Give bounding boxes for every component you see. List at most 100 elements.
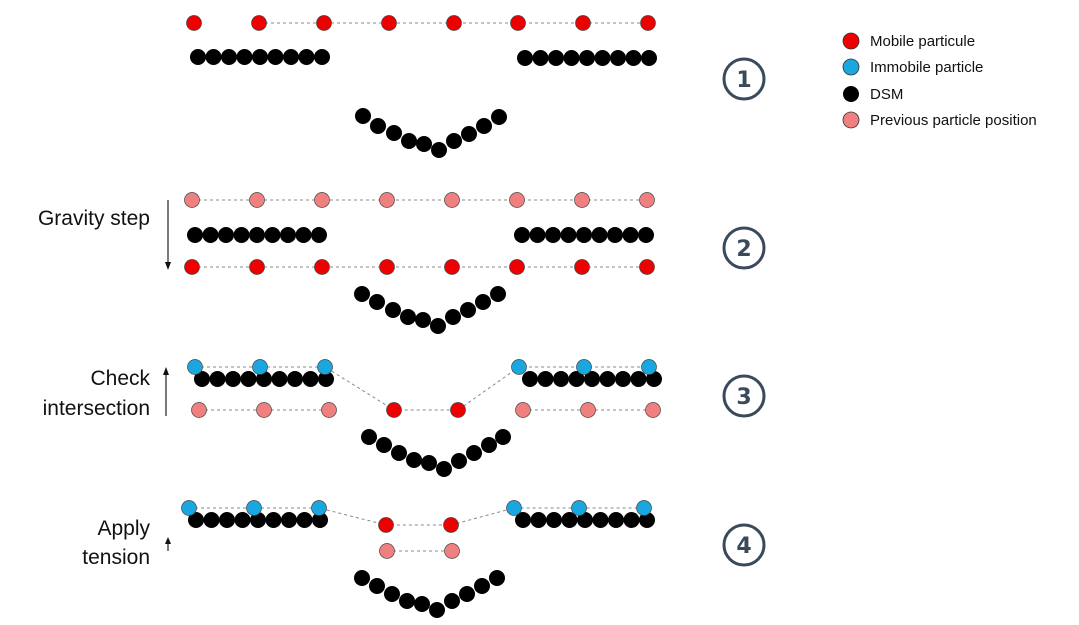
tension-arrow [165,537,171,551]
step-4-previous-particle [379,543,395,559]
step-1-dsm-left [190,49,206,65]
step-2-previous-particle [379,192,395,208]
step-1-dsm-valley [446,133,462,149]
step-2-dsm-valley [445,309,461,325]
step-3-previous-particle [256,402,272,418]
step-2-dsm-valley [354,286,370,302]
step-3-immobile-particle [511,359,527,375]
step-3-dsm-valley [436,461,452,477]
step-4-mobile-particle [443,517,459,533]
step-2-dsm-right [576,227,592,243]
step-1-dsm-valley [370,118,386,134]
step-2-mobile-particle [379,259,395,275]
step-1-mobile-particle [316,15,332,31]
step-1-dsm-valley [355,108,371,124]
step-1-dsm-left [283,49,299,65]
legend-swatch-immobile [842,58,860,76]
step-4-dsm-right [608,512,624,528]
step-2-dsm-left [264,227,281,243]
step-4-dsm-valley [399,593,415,609]
step-2-dsm-valley [475,294,491,310]
step-3-previous-particle [580,402,596,418]
step-2-dsm-right [545,227,561,243]
connection-lines [189,22,653,552]
step-3-immobile-particle [641,359,657,375]
step-1-dsm-left [267,49,284,65]
svg-text:2: 2 [736,237,751,262]
step-4-dsm-right [592,512,609,528]
step-2-dsm-right [529,227,546,243]
step-1-dsm-right [563,50,580,66]
step-3-dsm-left [225,371,241,387]
svg-text:3: 3 [736,385,751,410]
step-4-dsm-valley [489,570,505,586]
step-4-dsm-right [546,512,562,528]
step-2-dsm-valley [430,318,446,334]
step-2-mobile-particle [509,259,525,275]
step-4-label-line-2: tension [82,546,150,569]
step-3-link [195,366,649,411]
gravity-arrow [165,200,171,270]
step-3-immobile-particle [252,359,268,375]
step-4-dsm-left [203,512,220,528]
step-2-label: Gravity step [38,207,150,230]
step-2-dsm-left [233,227,250,243]
step-2-mobile-particle [639,259,655,275]
step-1-dsm-right [579,50,595,66]
legend: Mobile particule Immobile particle DSM P… [842,32,1037,129]
svg-text:4: 4 [736,534,751,559]
step-1-dsm-left [314,49,330,65]
step-2-previous-particle [314,192,330,208]
step-3-dsm-right [615,371,631,387]
step-2-dsm-right [638,227,654,243]
step-1-mobile-particle [381,15,397,31]
legend-swatch-previous [842,111,860,129]
step-2-dsm-valley [460,302,476,318]
step-2-previous-particle [509,192,525,208]
step-2-dsm-left [311,227,327,243]
step-3-label-line-1: Check [90,367,150,390]
step-2-dsm-right [560,227,577,243]
step-3-dsm-valley [451,453,467,469]
step-1-dsm-valley [431,142,447,158]
step-2-dsm-valley [415,312,431,328]
step-4-dsm-right [515,512,531,528]
step-1-dsm-valley [416,136,432,152]
step-4-dsm-valley [414,596,430,612]
step-4-dsm-valley [459,586,475,602]
step-2-dsm-right [622,227,639,243]
step-2-dsm-valley [490,286,506,302]
step-4-dsm-valley [444,593,460,609]
step-1-dsm-valley [401,133,417,149]
step-4-dsm-right [561,512,578,528]
step-2-dsm-left [218,227,234,243]
legend-label-dsm: DSM [870,86,903,103]
step-4-dsm-valley [354,570,370,586]
step-4-immobile-particle [571,500,587,516]
step-3-mobile-particle [450,402,466,418]
step-3-dsm-right [537,371,554,387]
step-3-dsm-valley [495,429,511,445]
step-3-dsm-left [209,371,226,387]
step-3-dsm-valley [421,455,437,471]
step-3-dsm-right [630,371,647,387]
step-3-mobile-particle [386,402,402,418]
step-4-immobile-particle [506,500,522,516]
step-3-previous-particle [191,402,207,418]
step-3-dsm-valley [481,437,497,453]
step-3-number: 3 [722,374,766,418]
step-1-dsm-valley [386,125,402,141]
step-1-mobile-particle [446,15,462,31]
step-3-dsm-right [599,371,616,387]
step-3-dsm-left [194,371,210,387]
step-3-dsm-right [584,371,600,387]
step-3-dsm-valley [406,452,422,468]
step-4-dsm-valley [369,578,385,594]
legend-label-mobile: Mobile particule [870,33,975,50]
step-1-dsm-valley [461,126,477,142]
step-2-number: 2 [722,226,766,270]
step-4-dsm-left [234,512,251,528]
svg-text:1: 1 [736,68,751,93]
step-3-dsm-left [271,371,288,387]
step-2-previous-particle [639,192,655,208]
